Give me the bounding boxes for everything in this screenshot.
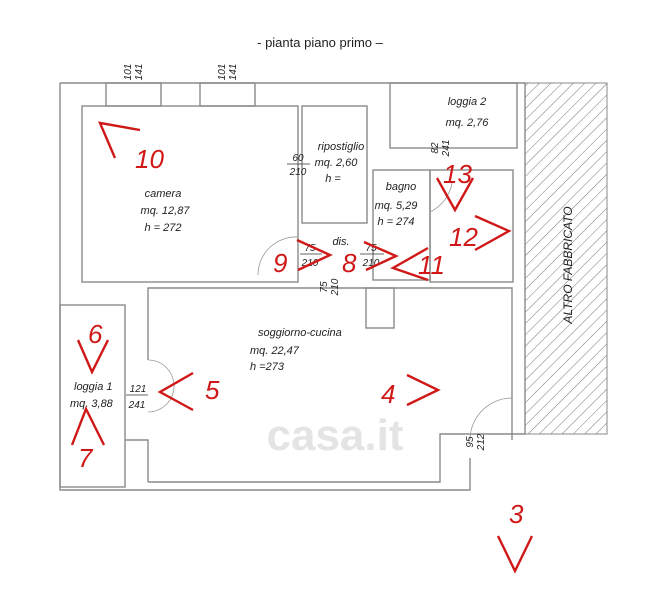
svg-text:212: 212 xyxy=(476,433,487,451)
svg-text:5: 5 xyxy=(205,375,220,405)
svg-text:210: 210 xyxy=(289,167,307,178)
photo-marker-4: 4 xyxy=(381,373,441,409)
svg-text:h =273: h =273 xyxy=(250,361,285,373)
svg-text:60: 60 xyxy=(292,153,304,164)
photo-marker-10: 10 xyxy=(98,121,164,174)
window-1 xyxy=(105,82,162,107)
room-loggia-1: loggia 1 mq. 3,88 xyxy=(70,381,114,410)
svg-text:75: 75 xyxy=(304,243,316,254)
photo-marker-11: 11 xyxy=(390,246,445,282)
svg-text:loggia 2: loggia 2 xyxy=(448,96,487,108)
svg-text:mq. 5,29: mq. 5,29 xyxy=(375,200,418,212)
svg-text:h = 272: h = 272 xyxy=(144,222,181,234)
svg-text:3: 3 xyxy=(509,499,524,529)
svg-text:13: 13 xyxy=(443,159,472,189)
svg-text:mq. 3,88: mq. 3,88 xyxy=(70,398,114,410)
svg-text:h =: h = xyxy=(325,173,341,185)
svg-text:82: 82 xyxy=(430,142,441,154)
svg-text:75: 75 xyxy=(365,243,377,254)
photo-marker-9: 9 xyxy=(273,238,333,278)
svg-text:ripostiglio: ripostiglio xyxy=(318,141,364,153)
svg-text:241: 241 xyxy=(441,140,452,158)
room-loggia-2: loggia 2 mq. 2,76 xyxy=(446,96,490,129)
photo-marker-7: 7 xyxy=(70,406,106,473)
room-soggiorno-cucina: soggiorno-cucina mq. 22,47 h =273 xyxy=(250,327,342,373)
room-camera: camera mq. 12,87 h = 272 xyxy=(141,188,191,234)
svg-text:9: 9 xyxy=(273,248,287,278)
svg-text:101: 101 xyxy=(123,64,134,81)
svg-text:11: 11 xyxy=(418,250,445,280)
svg-text:bagno: bagno xyxy=(386,181,417,193)
walls xyxy=(59,82,526,491)
svg-text:camera: camera xyxy=(145,188,182,200)
svg-text:12: 12 xyxy=(449,222,478,252)
watermark: casa.it xyxy=(267,411,404,460)
room-ripostiglio: ripostiglio mq. 2,60 h = xyxy=(315,141,365,185)
plan-title: - pianta piano primo – xyxy=(257,35,384,50)
svg-text:mq. 2,76: mq. 2,76 xyxy=(446,117,490,129)
svg-text:7: 7 xyxy=(78,443,94,473)
svg-text:141: 141 xyxy=(228,64,239,81)
photo-marker-5: 5 xyxy=(157,371,220,412)
svg-text:101: 101 xyxy=(217,64,228,81)
photo-marker-3: 3 xyxy=(496,499,534,574)
photo-marker-12: 12 xyxy=(449,214,512,252)
neighbor-building-hatch xyxy=(524,82,608,435)
svg-text:soggiorno-cucina: soggiorno-cucina xyxy=(258,327,342,339)
svg-text:loggia 1: loggia 1 xyxy=(74,381,113,393)
room-bagno: bagno mq. 5,29 h = 274 xyxy=(375,181,418,228)
photo-marker-6: 6 xyxy=(76,319,110,375)
svg-text:6: 6 xyxy=(88,319,103,349)
window-2 xyxy=(199,82,256,107)
svg-text:210: 210 xyxy=(330,278,341,296)
svg-text:141: 141 xyxy=(134,64,145,81)
svg-text:75: 75 xyxy=(319,281,330,293)
photo-marker-8: 8 xyxy=(342,240,399,278)
neighbor-label: ALTRO FABBRICATO xyxy=(561,206,575,324)
svg-text:10: 10 xyxy=(135,144,164,174)
svg-text:121: 121 xyxy=(130,384,147,395)
room-disimpegno: dis. xyxy=(332,236,349,248)
svg-text:210: 210 xyxy=(362,258,380,269)
svg-text:mq. 2,60: mq. 2,60 xyxy=(315,157,359,169)
svg-text:8: 8 xyxy=(342,248,357,278)
svg-text:h = 274: h = 274 xyxy=(377,216,414,228)
svg-text:mq. 12,87: mq. 12,87 xyxy=(141,205,191,217)
svg-text:95: 95 xyxy=(465,436,476,448)
svg-text:241: 241 xyxy=(128,400,146,411)
svg-text:mq. 22,47: mq. 22,47 xyxy=(250,345,300,357)
photo-marker-13: 13 xyxy=(435,159,475,213)
svg-text:4: 4 xyxy=(381,379,395,409)
